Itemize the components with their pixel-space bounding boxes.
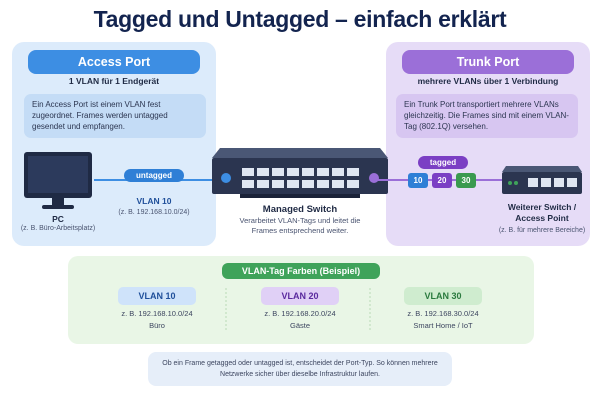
access-port-description: Ein Access Port ist einem VLAN fest zuge… [24,94,206,138]
trunk-port-subheading: mehrere VLANs über 1 Verbindung [417,76,559,86]
second-switch-sublabel: (z. B. für mehrere Bereiche) [498,227,586,234]
pc-sublabel: (z. B. Büro-Arbeitsplatz) [20,225,96,232]
trunk-port-description: Ein Trunk Port transportiert mehrere VLA… [396,94,578,138]
pc-label: PC [52,214,64,224]
access-vlan-label: VLAN 10 [136,196,172,206]
untagged-label: untagged [124,169,184,182]
legend-vlan-30: VLAN 30 [404,287,482,305]
page-title: Tagged und Untagged – einfach erklärt [93,6,507,32]
second-switch-label: Weiterer Switch / Access Point [507,202,577,223]
legend-vlan-30-area: Smart Home / IoT [413,321,473,330]
trunk-port-panel [386,42,590,246]
access-port-subheading: 1 VLAN für 1 Endgerät [68,76,160,86]
managed-switch-icon [212,148,388,198]
legend-vlan-10-area: Büro [149,321,165,330]
pc-monitor-icon [24,152,92,209]
legend-vlan-20: VLAN 20 [261,287,339,305]
trunk-chip-vlan-20: 20 [432,173,452,188]
access-port-heading: Access Port [28,50,200,74]
access-vlan-subnet: (z. B. 192.168.10.0/24) [118,209,190,216]
legend-vlan-30-subnet: z. B. 192.168.30.0/24 [407,309,479,318]
legend-vlan-10: VLAN 10 [118,287,196,305]
trunk-chip-vlan-10: 10 [408,173,428,188]
legend-heading: VLAN-Tag Farben (Beispiel) [222,263,380,279]
legend-vlan-10-subnet: z. B. 192.168.10.0/24 [121,309,193,318]
tagged-label: tagged [418,156,468,169]
access-port-panel [12,42,216,246]
trunk-port-heading: Trunk Port [402,50,574,74]
legend-vlan-20-area: Gäste [289,321,310,330]
legend-vlan-20-subnet: z. B. 192.168.20.0/24 [264,309,336,318]
footer-note: Ob ein Frame getagged oder untagged ist,… [148,352,452,386]
switch-description: Verarbeitet VLAN-Tags und leitet die Fra… [239,216,361,235]
legend-dividers [225,288,371,332]
second-switch-icon [502,166,582,194]
trunk-chip-vlan-30: 30 [456,173,476,188]
switch-label: Managed Switch [262,204,338,215]
